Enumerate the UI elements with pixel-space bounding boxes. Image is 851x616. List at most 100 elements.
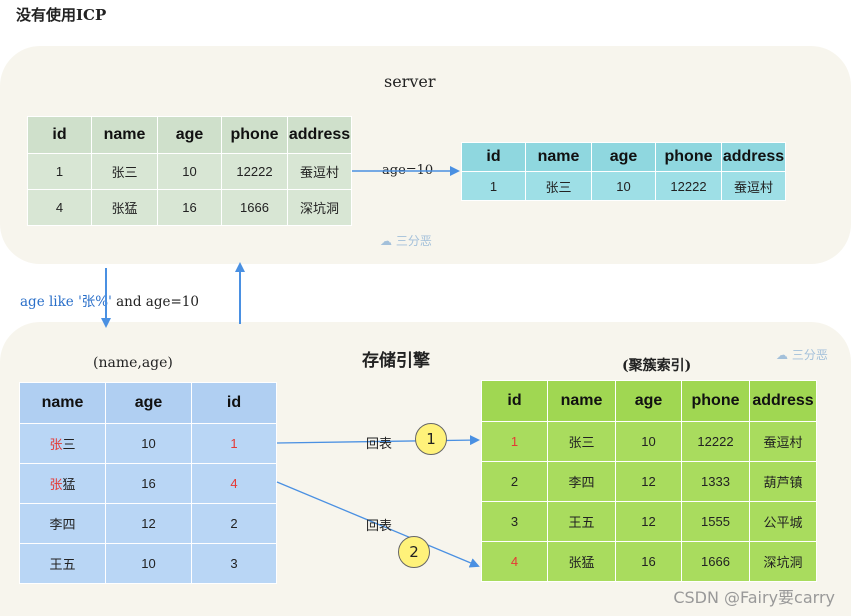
cell: 2 [481, 461, 548, 502]
cell: 王五 [547, 501, 616, 542]
header-cell: phone [221, 116, 288, 154]
header-cell: id [191, 382, 277, 424]
cell: 张猛 [19, 463, 106, 504]
cell: 1 [27, 153, 92, 190]
header-cell: age [591, 142, 656, 172]
header-cell: address [721, 142, 786, 172]
table-row: 4 张猛 16 1666 深坑洞 [481, 541, 817, 582]
cell: 1333 [681, 461, 750, 502]
server-result-table: id name age phone address 1 张三 10 12222 … [27, 116, 352, 226]
header-cell: phone [655, 142, 722, 172]
watermark-server: ☁ 三分恶 [380, 232, 432, 249]
header-cell: id [461, 142, 526, 172]
header-cell: age [105, 382, 192, 424]
cell: 1555 [681, 501, 750, 542]
table-row: 李四 12 2 [19, 503, 277, 544]
cell: 张三 [91, 153, 158, 190]
page-title: 没有使用ICP [16, 6, 107, 24]
cell: 王五 [19, 543, 106, 584]
cell: 3 [481, 501, 548, 542]
query-condition: age like '张%' and age=10 [20, 290, 199, 310]
lookup-label-2: 回表 [366, 519, 393, 534]
header-cell: id [481, 380, 548, 422]
table-row: 1 张三 10 12222 蚕逗村 [461, 171, 786, 201]
cell: 公平城 [749, 501, 817, 542]
header-cell: age [615, 380, 682, 422]
table-row: 2 李四 12 1333 葫芦镇 [481, 461, 817, 502]
cell: 李四 [547, 461, 616, 502]
cell: 1 [481, 421, 548, 462]
cell: 10 [591, 171, 656, 201]
cell: 1666 [681, 541, 750, 582]
index-label: (name,age) [93, 355, 173, 371]
header-cell: age [157, 116, 222, 154]
cell: 16 [157, 189, 222, 226]
lookup-label-1: 回表 [366, 437, 393, 452]
cell: 4 [27, 189, 92, 226]
table-row: 张三 10 1 [19, 423, 277, 464]
table-row: 张猛 16 4 [19, 463, 277, 504]
cell: 12 [615, 461, 682, 502]
cell: 16 [105, 463, 192, 504]
condition-part-1: age like '张%' [20, 294, 112, 310]
step-1-badge: 1 [415, 423, 447, 455]
step-2-badge: 2 [398, 536, 430, 568]
cell: 1 [461, 171, 526, 201]
cell: 4 [481, 541, 548, 582]
header-cell: name [525, 142, 592, 172]
header-cell: name [547, 380, 616, 422]
cell: 张三 [19, 423, 106, 464]
server-filtered-table: id name age phone address 1 张三 10 12222 … [461, 142, 786, 201]
secondary-index-table: name age id 张三 10 1 张猛 16 4 李四 12 2 王五 1… [19, 382, 277, 584]
name-prefix: 张 [49, 437, 63, 452]
header-cell: id [27, 116, 92, 154]
watermark-engine: ☁ 三分恶 [776, 346, 828, 363]
cell: 16 [615, 541, 682, 582]
cell: 12222 [655, 171, 722, 201]
clustered-index-table: id name age phone address 1 张三 10 12222 … [481, 380, 817, 582]
cell: 10 [105, 543, 192, 584]
cell: 10 [615, 421, 682, 462]
header-cell: name [91, 116, 158, 154]
engine-title: 存储引擎 [362, 351, 430, 371]
cell: 12 [615, 501, 682, 542]
cell: 蚕逗村 [749, 421, 817, 462]
filter-label: age=10 [382, 163, 434, 178]
table-row: 王五 10 3 [19, 543, 277, 584]
cluster-label: (聚簇索引) [622, 358, 692, 374]
watermark-icon: ☁ [776, 348, 788, 362]
cell: 3 [191, 543, 277, 584]
cell: 1 [191, 423, 277, 464]
cell: 张三 [525, 171, 592, 201]
condition-part-2: and age=10 [111, 294, 199, 310]
cell: 葫芦镇 [749, 461, 817, 502]
cell: 蚕逗村 [287, 153, 352, 190]
cell: 12222 [221, 153, 288, 190]
cell: 张猛 [91, 189, 158, 226]
header-cell: address [287, 116, 352, 154]
cell: 10 [157, 153, 222, 190]
cell: 12222 [681, 421, 750, 462]
header-cell: name [19, 382, 106, 424]
server-title: server [384, 72, 436, 91]
watermark-icon: ☁ [380, 234, 392, 248]
cell: 1666 [221, 189, 288, 226]
header-cell: address [749, 380, 817, 422]
header-cell: phone [681, 380, 750, 422]
watermark-text: 三分恶 [791, 348, 828, 362]
table-row: 3 王五 12 1555 公平城 [481, 501, 817, 542]
name-prefix: 张 [49, 477, 63, 492]
watermark-text: 三分恶 [395, 234, 432, 248]
cell: 蚕逗村 [721, 171, 786, 201]
table-row: 1 张三 10 12222 蚕逗村 [27, 153, 352, 190]
table-row: 1 张三 10 12222 蚕逗村 [481, 421, 817, 462]
cell: 12 [105, 503, 192, 544]
cell: 深坑洞 [287, 189, 352, 226]
footer-watermark: CSDN @Fairy要carry [673, 588, 835, 607]
cell: 张三 [547, 421, 616, 462]
cell: 2 [191, 503, 277, 544]
table-row: 4 张猛 16 1666 深坑洞 [27, 189, 352, 226]
cell: 李四 [19, 503, 106, 544]
cell: 10 [105, 423, 192, 464]
cell: 深坑洞 [749, 541, 817, 582]
